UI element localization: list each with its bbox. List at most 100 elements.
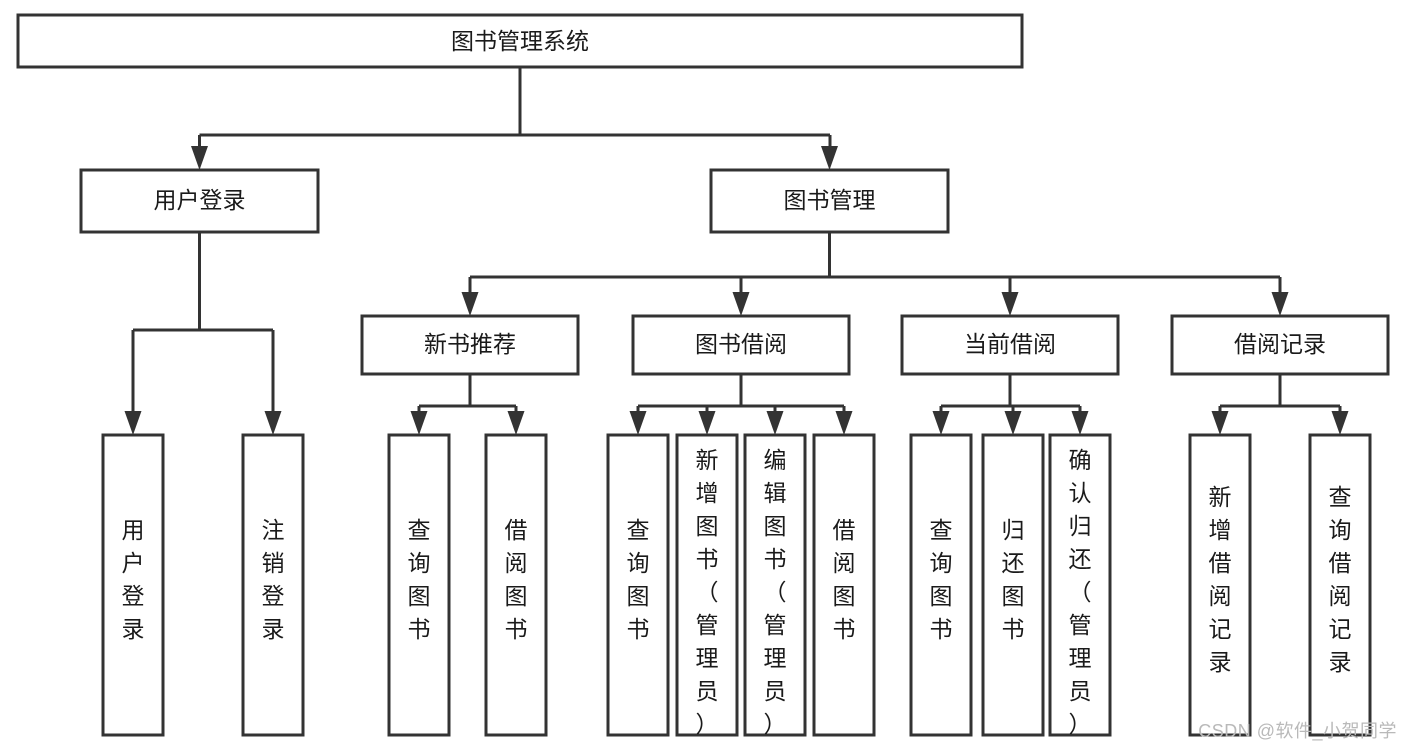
leaf-label-glyph: 查 — [408, 517, 431, 543]
connector-currentborrow-to-leaves — [939, 374, 1082, 416]
leaf-label-glyph: 销 — [262, 550, 285, 576]
leaf-label-glyph: 询 — [627, 550, 650, 576]
leaf-label-glyph: 图 — [696, 513, 719, 539]
node-leaf-borrow-book-2-box[interactable] — [812, 433, 876, 737]
leaf-label-glyph: 记 — [1329, 616, 1352, 642]
leaf-label-glyph: 录 — [122, 616, 145, 642]
leaf-label-glyph: 图 — [627, 583, 650, 609]
arrow-to-leaf-return-book — [1004, 411, 1022, 435]
node-new-book-recommend-box[interactable] — [360, 314, 580, 376]
node-book-borrow[interactable]: 图书借阅 — [631, 314, 851, 376]
connector-layer — [131, 67, 1342, 416]
node-new-book-recommend-label: 新书推荐 — [424, 331, 516, 357]
arrow-to-leaf-confirm-return — [1071, 411, 1089, 435]
leaf-label-glyph: 书 — [505, 616, 528, 642]
connector-root-to-level2 — [198, 67, 832, 152]
arrow-to-leaf-add-book — [698, 411, 716, 435]
connector-borrowrecord-to-leaves — [1218, 374, 1342, 416]
leaf-label-glyph: 理 — [1069, 645, 1092, 671]
leaf-label-glyph: 还 — [1002, 550, 1025, 576]
node-leaf-query-book-3-box[interactable] — [909, 433, 973, 737]
leaf-label-glyph: 书 — [1002, 616, 1025, 642]
node-leaf-add-borrow-record-box[interactable] — [1188, 433, 1252, 737]
node-user-login-label: 用户登录 — [154, 187, 246, 213]
node-book-borrow-box[interactable] — [631, 314, 851, 376]
arrow-to-leaf-user-logout — [264, 411, 282, 435]
leaf-label-glyph: 员 — [764, 678, 787, 704]
leaf-label-glyph: 阅 — [1329, 583, 1352, 609]
leaf-label-glyph: 图 — [505, 583, 528, 609]
connector-bookmanage-to-level3 — [468, 232, 1282, 297]
leaf-label-glyph: 查 — [627, 517, 650, 543]
node-book-borrow-label: 图书借阅 — [695, 331, 787, 357]
leaf-label-glyph: 图 — [833, 583, 856, 609]
leaf-label-glyph: 借 — [1329, 550, 1352, 576]
leaf-label-glyph: 询 — [930, 550, 953, 576]
node-root-label: 图书管理系统 — [451, 28, 589, 54]
leaf-label-glyph: 登 — [262, 583, 285, 609]
arrow-to-book-borrow — [732, 292, 750, 316]
node-root[interactable]: 图书管理系统 — [16, 13, 1024, 69]
node-leaf-query-book-1-box[interactable] — [387, 433, 451, 737]
arrow-to-new-book-recommend — [461, 292, 479, 316]
node-leaf-query-borrow-record-box[interactable] — [1308, 433, 1372, 737]
node-new-book-recommend[interactable]: 新书推荐 — [360, 314, 580, 376]
leaf-label-glyph: 书 — [930, 616, 953, 642]
leaf-label-layer: 用户登录注销登录查询图书借阅图书查询图书新增图书（管理员）编辑图书（管理员）借阅… — [122, 447, 1352, 737]
leaf-label-glyph: 阅 — [833, 550, 856, 576]
leaf-label-glyph: 管 — [764, 612, 787, 638]
leaf-label-glyph: （ — [764, 579, 787, 605]
leaf-label-glyph: 录 — [262, 616, 285, 642]
node-book-manage-label: 图书管理 — [784, 187, 876, 213]
node-leaf-confirm-return-box[interactable] — [1048, 433, 1112, 737]
leaf-label-glyph: 理 — [696, 645, 719, 671]
arrow-to-current-borrow — [1001, 292, 1019, 316]
leaf-label-glyph: 编 — [764, 447, 787, 473]
arrow-to-leaf-query-borrow-record — [1331, 411, 1349, 435]
node-leaf-borrow-book-1-box[interactable] — [484, 433, 548, 737]
leaf-label-glyph: 管 — [696, 612, 719, 638]
node-book-manage-box[interactable] — [709, 168, 950, 234]
node-book-manage[interactable]: 图书管理 — [709, 168, 950, 234]
leaf-label-glyph: 辑 — [764, 480, 787, 506]
arrow-to-leaf-borrow-book-1 — [507, 411, 525, 435]
leaf-label-glyph: 新 — [1209, 484, 1232, 510]
leaf-label-glyph: 图 — [408, 583, 431, 609]
node-current-borrow[interactable]: 当前借阅 — [900, 314, 1120, 376]
leaf-label-glyph: 阅 — [505, 550, 528, 576]
leaf-label-glyph: 户 — [122, 550, 145, 576]
node-leaf-user-login-box[interactable] — [101, 433, 165, 737]
node-root-box[interactable] — [16, 13, 1024, 69]
node-leaf-query-book-2-box[interactable] — [606, 433, 670, 737]
node-leaf-return-book-box[interactable] — [981, 433, 1045, 737]
connector-newbook-to-leaves — [417, 374, 518, 416]
leaf-label-glyph: 认 — [1069, 480, 1092, 506]
node-user-login-box[interactable] — [79, 168, 320, 234]
arrow-to-user-login — [191, 146, 208, 170]
node-user-login[interactable]: 用户登录 — [79, 168, 320, 234]
node-leaf-user-logout-box[interactable] — [241, 433, 305, 737]
leaf-label-glyph: 书 — [696, 546, 719, 572]
node-borrow-record[interactable]: 借阅记录 — [1170, 314, 1390, 376]
arrow-to-leaf-query-book-1 — [410, 411, 428, 435]
leaf-label-glyph: 询 — [408, 550, 431, 576]
node-borrow-record-box[interactable] — [1170, 314, 1390, 376]
node-current-borrow-box[interactable] — [900, 314, 1120, 376]
connector-bookborrow-to-leaves — [636, 374, 846, 416]
node-leaf-user-login-label: 用户登录 — [122, 517, 145, 642]
node-leaf-edit-book-box[interactable] — [743, 433, 807, 737]
node-leaf-add-book-box[interactable] — [675, 433, 739, 737]
leaf-label-glyph: 理 — [764, 645, 787, 671]
leaf-label-glyph: 新 — [696, 447, 719, 473]
node-current-borrow-label: 当前借阅 — [964, 331, 1056, 357]
